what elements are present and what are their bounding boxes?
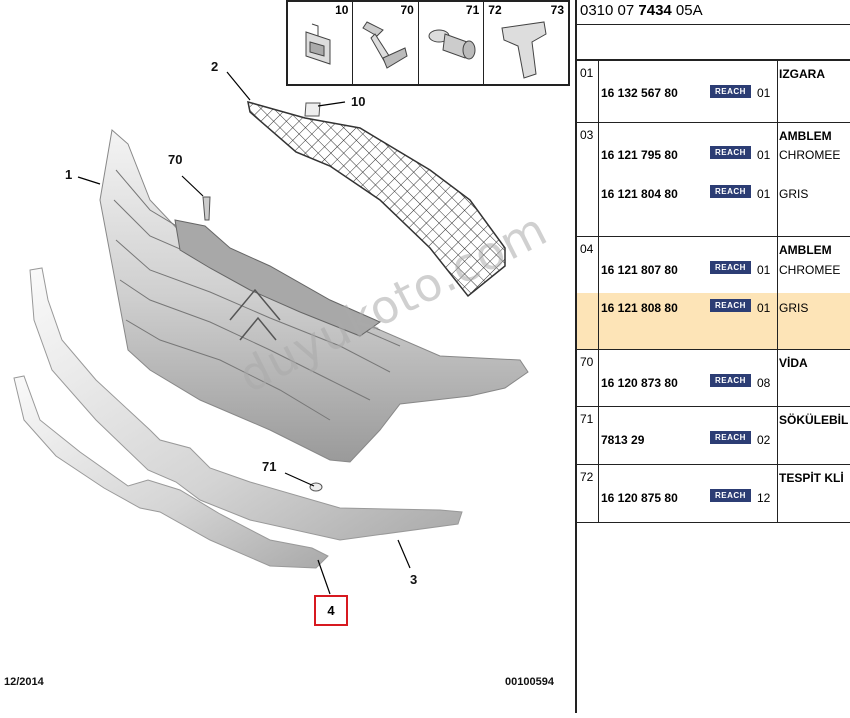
part-number[interactable]: 16 121 804 80 [601, 187, 678, 201]
row-title: VİDA [779, 356, 808, 370]
callout-4-selected[interactable]: 4 [314, 595, 348, 626]
clip-cell-70[interactable]: 70 [353, 2, 419, 84]
row-index: 04 [580, 242, 594, 256]
exploded-parts-drawing: 2 1 70 10 71 3 4 12/2014 00100594 duyuko… [4, 0, 570, 688]
callout-2: 2 [211, 59, 219, 74]
reach-badge: REACH [710, 146, 751, 159]
table-row[interactable]: 01 IZGARA 16 132 567 80 REACH 01 [577, 61, 850, 123]
quantity: 12 [757, 491, 771, 505]
quantity: 01 [757, 263, 771, 277]
part-number[interactable]: 16 121 795 80 [601, 148, 678, 162]
reference-prefix: 0310 07 [580, 2, 639, 19]
reach-badge: REACH [710, 489, 751, 502]
row-title: AMBLEM [779, 243, 832, 257]
retainer-clip-icon [305, 23, 331, 65]
reference-suffix: 05A [671, 2, 703, 19]
row-index: 72 [580, 470, 594, 484]
clip-cell-10[interactable]: 10 [288, 2, 354, 84]
screw-70 [202, 196, 211, 221]
grille-illustration [13, 71, 529, 595]
part-number[interactable]: 7813 29 [601, 433, 645, 447]
reference-header: 0310 07 7434 05A [577, 0, 850, 25]
part-description: CHROMEE [779, 148, 841, 162]
header-spacer [577, 25, 850, 61]
parts-table: 0310 07 7434 05A 01 IZGARA 16 132 567 80… [575, 0, 850, 713]
callout-70: 70 [168, 152, 183, 167]
part-description: GRIS [779, 301, 809, 315]
grille-part-1 [99, 129, 529, 463]
clip-number: 72 [488, 3, 502, 17]
row-title: TESPİT KLİ [779, 471, 844, 485]
clip-10 [304, 102, 321, 117]
part-number[interactable]: 16 120 875 80 [601, 491, 678, 505]
quantity: 02 [757, 433, 771, 447]
reach-badge: REACH [710, 299, 751, 312]
reach-badge: REACH [710, 431, 751, 444]
clip-cell-71[interactable]: 71 [419, 2, 485, 84]
part-number[interactable]: 16 120 873 80 [601, 376, 678, 390]
reach-badge: REACH [710, 85, 751, 98]
part-description: CHROMEE [779, 263, 841, 277]
rivet-71 [309, 482, 323, 492]
table-row[interactable]: 03 AMBLEM 16 121 795 80 REACH 01 CHROMEE… [577, 123, 850, 237]
screw-icon [362, 21, 408, 69]
quantity: 01 [757, 148, 771, 162]
callout-4-label: 4 [327, 603, 335, 618]
callout-71: 71 [262, 459, 277, 474]
table-row[interactable]: 70 VİDA 16 120 873 80 REACH 08 [577, 350, 850, 407]
part-number[interactable]: 16 132 567 80 [601, 86, 678, 100]
clip-number: 73 [550, 3, 565, 17]
part-number-selected[interactable]: 16 121 808 80 [601, 301, 678, 315]
quantity: 01 [757, 86, 771, 100]
table-row[interactable]: 72 TESPİT KLİ 16 120 875 80 REACH 12 [577, 465, 850, 523]
push-rivet-icon [428, 29, 476, 60]
mesh-part-2 [247, 100, 506, 298]
clip-cell-72-73[interactable]: 72 73 [484, 2, 568, 84]
row-title: AMBLEM [779, 129, 832, 143]
row-index: 03 [580, 128, 594, 142]
part-number[interactable]: 16 121 807 80 [601, 263, 678, 277]
reach-badge: REACH [710, 185, 751, 198]
table-row[interactable]: 71 SÖKÜLEBİL 7813 29 REACH 02 [577, 407, 850, 465]
row-index: 01 [580, 66, 594, 80]
footer-code: 00100594 [505, 676, 554, 688]
row-title: SÖKÜLEBİL [779, 413, 849, 427]
chrome-strip-part-3 [29, 267, 463, 541]
clip-number: 71 [465, 3, 480, 17]
footer-date: 12/2014 [4, 676, 44, 688]
callout-10: 10 [351, 94, 366, 109]
callout-1: 1 [65, 167, 73, 182]
clips-strip: 10 70 71 72 73 [286, 0, 570, 86]
quantity: 01 [757, 187, 771, 201]
row-title: IZGARA [779, 67, 825, 81]
fastener-clip-icon [501, 21, 547, 79]
reach-badge: REACH [710, 374, 751, 387]
leader-lines [77, 71, 411, 595]
quantity: 01 [757, 301, 771, 315]
reference-bold: 7434 [638, 2, 672, 19]
part-description: GRIS [779, 187, 809, 201]
chrome-strip-part-4 [13, 375, 329, 569]
clip-number: 70 [400, 3, 414, 17]
quantity: 08 [757, 376, 771, 390]
row-index: 71 [580, 412, 594, 426]
table-row[interactable]: 04 AMBLEM 16 121 807 80 REACH 01 CHROMEE… [577, 237, 850, 350]
callout-3: 3 [410, 572, 418, 587]
row-index: 70 [580, 355, 594, 369]
reach-badge: REACH [710, 261, 751, 274]
clip-number: 10 [335, 3, 349, 17]
